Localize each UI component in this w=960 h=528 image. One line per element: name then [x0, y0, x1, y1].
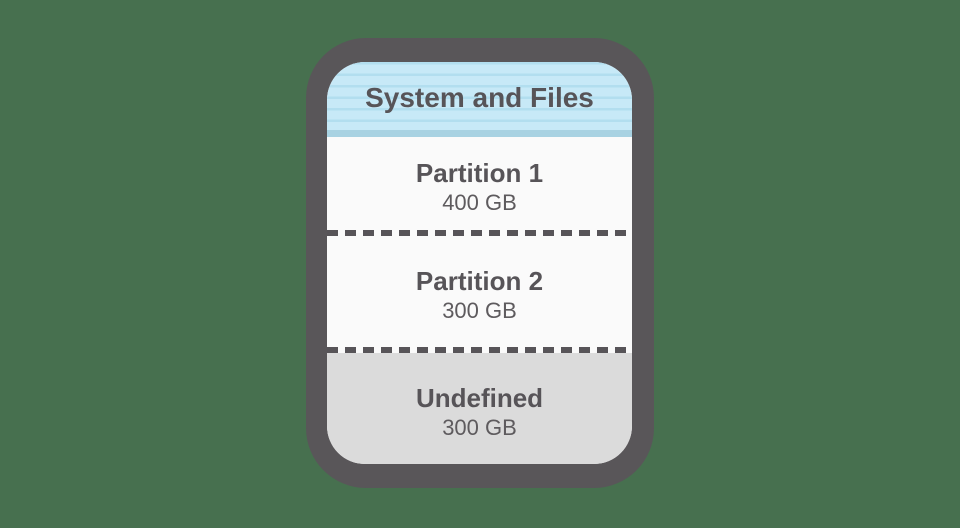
- partition-1-size: 400 GB: [442, 190, 517, 215]
- disk-header: System and Files: [327, 62, 632, 137]
- dashed-divider-1: [327, 230, 632, 236]
- undefined-section: Undefined 300 GB: [327, 353, 632, 464]
- undefined-name: Undefined: [415, 383, 544, 413]
- disk-device-body: System and Files Partition 1 400 GB Part…: [327, 62, 632, 464]
- partition-2-section: Partition 2 300 GB: [327, 236, 632, 347]
- partition-1-section: Partition 1 400 GB: [327, 137, 632, 230]
- dashed-divider-2: [327, 347, 632, 353]
- partition-2-size: 300 GB: [442, 298, 517, 323]
- partition-1-name: Partition 1: [415, 158, 544, 188]
- partition-2-name: Partition 2: [415, 266, 544, 296]
- disk-device-outline: System and Files Partition 1 400 GB Part…: [306, 38, 654, 488]
- disk-header-label: System and Files: [365, 82, 594, 113]
- undefined-size: 300 GB: [442, 415, 517, 440]
